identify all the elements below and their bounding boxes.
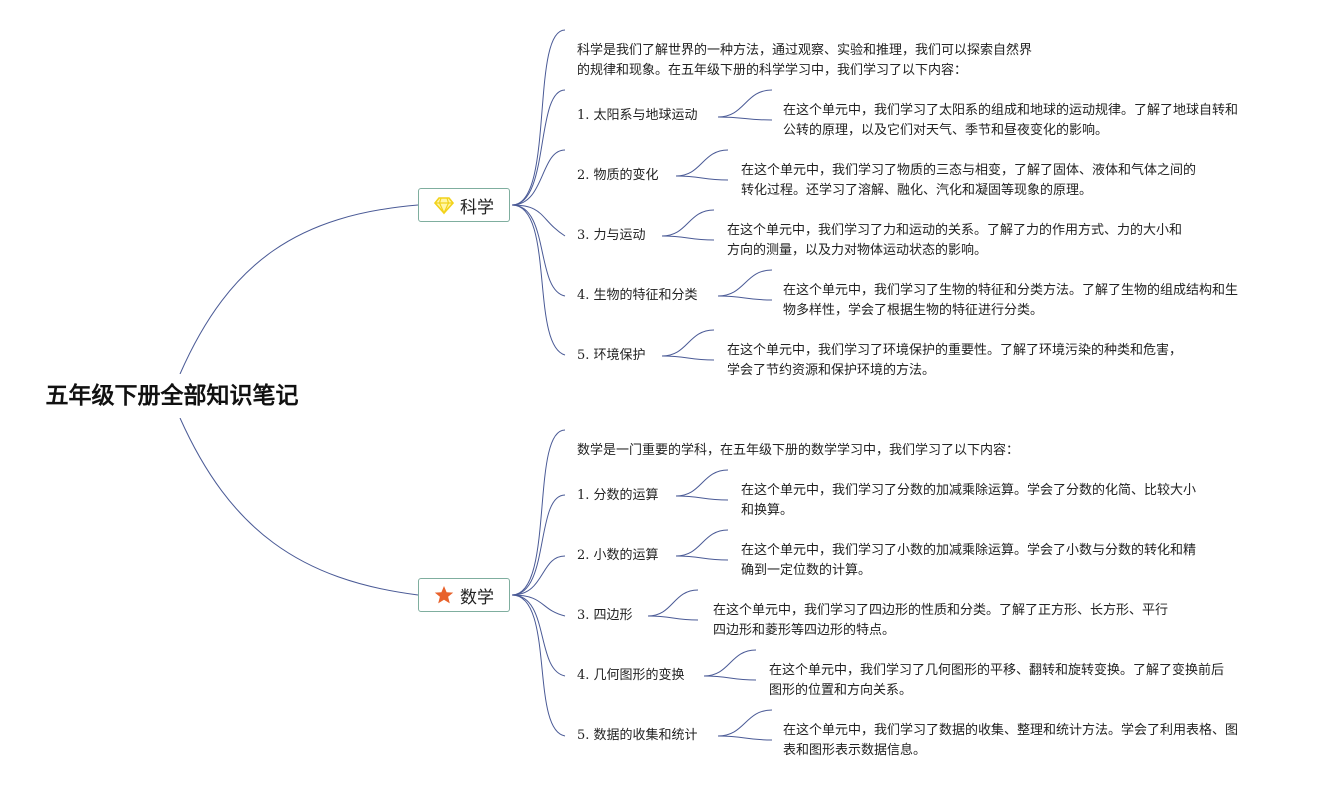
science-topic-4-detail[interactable]: 在这个单元中，我们学习了生物的特征和分类方法。了解了生物的组成结构和生 物多样性…	[783, 283, 1239, 318]
connector-science-intro	[511, 29, 566, 206]
root-topic[interactable]: 五年级下册全部知识笔记	[26, 374, 318, 418]
connector-root-math	[179, 417, 419, 596]
math-topic-5[interactable]: 5. 数据的收集和统计	[577, 728, 698, 743]
connector-science-topic-3	[511, 204, 566, 237]
connector-math-topic-1	[511, 494, 566, 596]
branch-math[interactable]: 数学	[418, 578, 510, 612]
connector-science-detail-3a	[661, 209, 715, 237]
connector-science-topic-2	[511, 149, 566, 206]
science-topic-2[interactable]: 2. 物质的变化	[577, 168, 659, 183]
connector-science-detail-5a	[661, 329, 715, 357]
science-intro[interactable]: 科学是我们了解世界的一种方法，通过观察、实验和推理，我们可以探索自然界 的规律和…	[577, 43, 1033, 78]
math-topic-2[interactable]: 2. 小数的运算	[577, 548, 659, 563]
connector-math-detail-4b	[703, 675, 757, 681]
connector-math-detail-3a	[647, 589, 699, 617]
math-topic-3-detail[interactable]: 在这个单元中，我们学习了四边形的性质和分类。了解了正方形、长方形、平行 四边形和…	[713, 603, 1169, 638]
connector-math-detail-2a	[675, 529, 729, 557]
connector-math-topic-5	[511, 594, 566, 737]
connector-science-detail-4a	[717, 269, 773, 297]
connector-math-detail-5a	[717, 709, 773, 737]
connector-math-topic-2	[511, 555, 566, 596]
connector-science-detail-1b	[717, 116, 773, 121]
connector-math-detail-5b	[717, 735, 773, 741]
connector-science-detail-1a	[717, 89, 773, 118]
math-topic-2-detail[interactable]: 在这个单元中，我们学习了小数的加减乘除运算。学会了小数与分数的转化和精 确到一定…	[741, 543, 1197, 578]
diamond-icon	[434, 195, 454, 215]
math-topic-4[interactable]: 4. 几何图形的变换	[577, 668, 685, 683]
connector-math-detail-2b	[675, 555, 729, 561]
connector-math-detail-3b	[647, 615, 699, 621]
connector-science-detail-2b	[675, 175, 729, 181]
branch-science[interactable]: 科学	[418, 188, 510, 222]
science-topic-1-detail[interactable]: 在这个单元中，我们学习了太阳系的组成和地球的运动规律。了解了地球自转和 公转的原…	[783, 103, 1239, 138]
science-topic-3-detail[interactable]: 在这个单元中，我们学习了力和运动的关系。了解了力的作用方式、力的大小和 方向的测…	[727, 223, 1183, 258]
science-topic-5-detail[interactable]: 在这个单元中，我们学习了环境保护的重要性。了解了环境污染的种类和危害， 学会了节…	[727, 343, 1183, 378]
connector-science-detail-2a	[675, 149, 729, 177]
science-topic-3[interactable]: 3. 力与运动	[577, 228, 646, 243]
science-topic-5[interactable]: 5. 环境保护	[577, 348, 646, 363]
connector-science-topic-1	[511, 89, 566, 206]
connector-math-detail-1a	[675, 469, 729, 497]
math-topic-1-detail[interactable]: 在这个单元中，我们学习了分数的加减乘除运算。学会了分数的化简、比较大小 和换算。	[741, 483, 1197, 518]
connector-science-detail-3b	[661, 235, 715, 241]
connector-science-topic-5	[511, 204, 566, 356]
science-topic-2-detail[interactable]: 在这个单元中，我们学习了物质的三态与相变，了解了固体、液体和气体之间的 转化过程…	[741, 163, 1197, 198]
math-topic-4-detail[interactable]: 在这个单元中，我们学习了几何图形的平移、翻转和旋转变换。了解了变换前后 图形的位…	[769, 663, 1225, 698]
connector-math-detail-1b	[675, 495, 729, 501]
connector-math-topic-4	[511, 594, 566, 677]
connector-math-detail-4a	[703, 649, 757, 677]
math-topic-5-detail[interactable]: 在这个单元中，我们学习了数据的收集、整理和统计方法。学会了利用表格、图 表和图形…	[783, 723, 1239, 758]
connector-math-intro	[511, 429, 566, 596]
math-topic-3[interactable]: 3. 四边形	[577, 608, 633, 623]
branch-science-label: 科学	[460, 197, 494, 218]
connector-root-science	[179, 204, 419, 375]
science-topic-4[interactable]: 4. 生物的特征和分类	[577, 288, 698, 303]
math-intro[interactable]: 数学是一门重要的学科，在五年级下册的数学学习中，我们学习了以下内容：	[577, 443, 1020, 458]
math-topic-1[interactable]: 1. 分数的运算	[577, 488, 659, 503]
star-icon	[434, 585, 454, 605]
connector-science-detail-5b	[661, 355, 715, 361]
connector-science-detail-4b	[717, 295, 773, 301]
science-topic-1[interactable]: 1. 太阳系与地球运动	[577, 108, 698, 123]
branch-math-label: 数学	[460, 587, 494, 608]
connector-math-topic-3	[511, 594, 566, 617]
